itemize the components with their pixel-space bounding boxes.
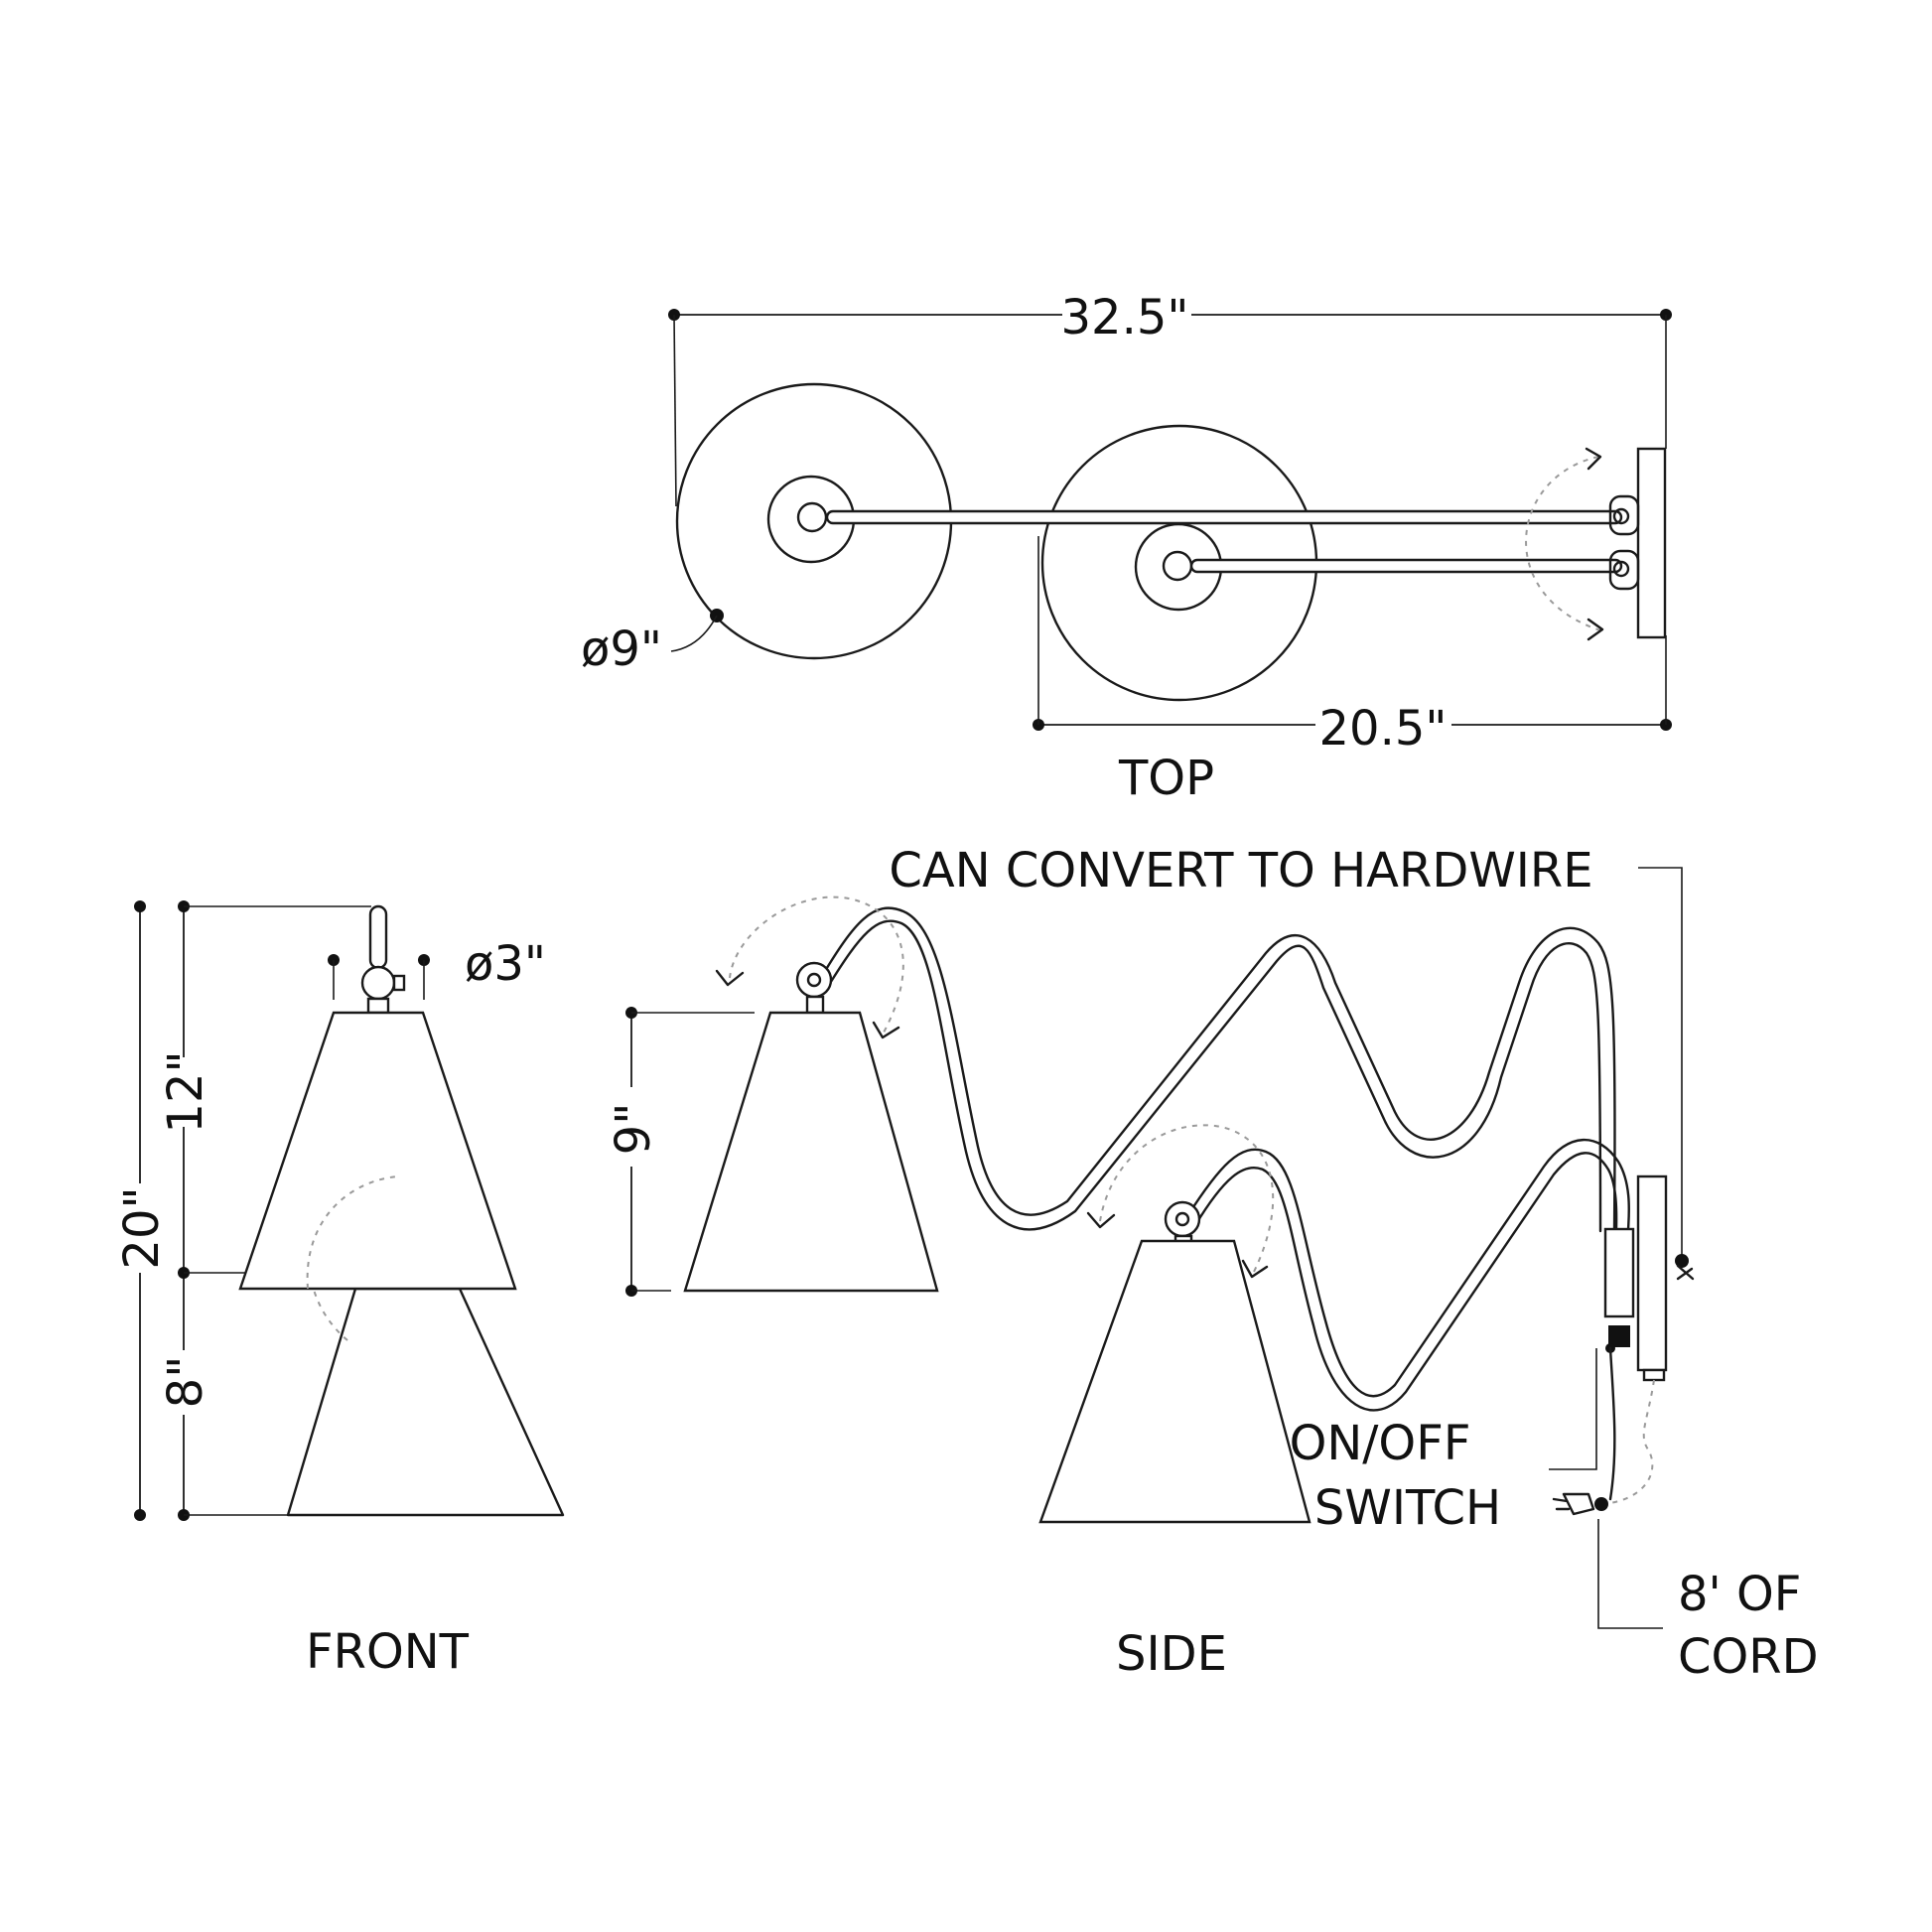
top-arms [825, 509, 1623, 574]
width-dimension: 32.5" [668, 290, 1672, 507]
upper-height-label: 12" [158, 1050, 213, 1133]
top-wall-plate [1636, 447, 1667, 639]
top-view: 32.5" 20.5" [581, 290, 1672, 806]
front-view: 20" 12" 8" ø3" [114, 900, 565, 1521]
shade-height-label: 9" [606, 1103, 661, 1156]
switch-note-line1: ON/OFF [1290, 1416, 1471, 1471]
overall-height-label: 20" [114, 1186, 170, 1269]
front-view-label: FRONT [306, 1624, 470, 1680]
side-arm-extended [795, 906, 1616, 1233]
side-wall-plate [1636, 1174, 1668, 1372]
plug-icon [1552, 1492, 1595, 1516]
depth-dimension: 20.5" [1033, 536, 1672, 757]
shade-diameter-callout: ø9" [581, 609, 724, 677]
hardwire-note: CAN CONVERT TO HARDWIRE [889, 843, 1592, 898]
front-swivel [360, 965, 396, 1001]
top-view-label: TOP [1118, 751, 1214, 806]
lower-height-label: 8" [158, 1356, 213, 1409]
side-shade-extended [683, 1011, 939, 1293]
depth-label: 20.5" [1319, 701, 1448, 757]
side-shade-retracted [1038, 1239, 1311, 1524]
switch-housing [1603, 1227, 1635, 1318]
side-view-label: SIDE [1116, 1626, 1227, 1682]
front-shade-lowered [286, 1287, 565, 1517]
switch-note-line2: SWITCH [1314, 1480, 1501, 1536]
cord-note-line1: 8' OF [1678, 1567, 1801, 1622]
front-shade-raised [238, 1011, 517, 1291]
top-diameter-label: ø3" [465, 936, 546, 992]
side-arm-retracted [1164, 1138, 1630, 1412]
cord-note-line2: CORD [1678, 1629, 1819, 1685]
power-cord [1602, 1379, 1655, 1505]
on-off-switch [1608, 1325, 1630, 1347]
front-stem [368, 904, 388, 970]
shade-diameter-label: ø9" [581, 621, 662, 677]
width-label: 32.5" [1061, 290, 1189, 345]
swing-arc [1525, 456, 1601, 631]
side-view: CAN CONVERT TO HARDWIRE 9" [606, 843, 1819, 1685]
